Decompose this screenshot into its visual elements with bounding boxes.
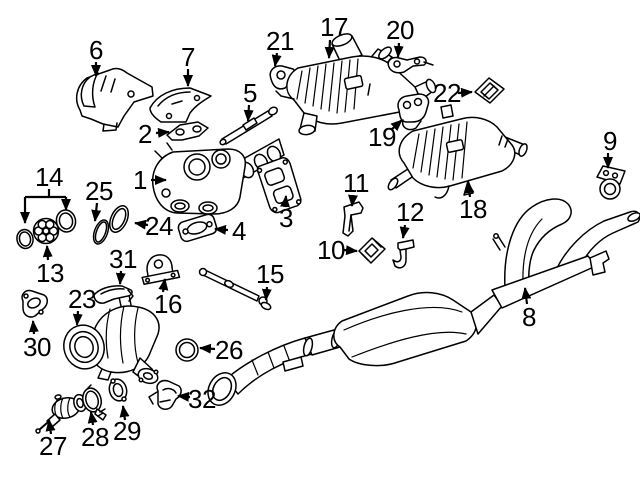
part-label-16[interactable]: 16 (154, 289, 182, 319)
part-4-gasket[interactable] (177, 213, 218, 243)
callout-arrow-21 (271, 52, 282, 67)
part-label-9[interactable]: 9 (603, 126, 617, 156)
part-label-26[interactable]: 26 (215, 335, 243, 365)
part-30-gasket[interactable] (21, 289, 48, 318)
part-6-heat-shield[interactable] (75, 67, 154, 132)
callout-arrow-10 (343, 245, 358, 256)
part-label-17[interactable]: 17 (320, 12, 348, 42)
part-label-24[interactable]: 24 (145, 211, 173, 241)
part-label-3[interactable]: 3 (279, 203, 293, 233)
part-label-4[interactable]: 4 (232, 216, 246, 246)
part-1-exhaust-manifold[interactable] (151, 138, 285, 215)
part-22-clamp[interactable] (474, 77, 505, 104)
part-label-5[interactable]: 5 (243, 78, 257, 108)
callout-arrow-17 (324, 39, 335, 59)
part-29-flange[interactable] (107, 377, 129, 403)
part-31-shield-strip[interactable] (93, 285, 134, 304)
part-label-28[interactable]: 28 (81, 422, 109, 452)
part-label-23[interactable]: 23 (68, 284, 96, 314)
callout-arrow-5 (243, 104, 254, 122)
callout-arrow-2 (155, 127, 170, 138)
callout-arrow-18 (464, 181, 475, 198)
part-20-bracket[interactable] (387, 56, 434, 74)
part-label-15[interactable]: 15 (256, 259, 284, 289)
part-label-14[interactable]: 14 (35, 162, 63, 192)
part-25-gasket-ring[interactable] (91, 218, 112, 246)
part-11-bracket[interactable] (342, 201, 364, 237)
callout-arrow-4 (214, 224, 229, 235)
part-label-6[interactable]: 6 (89, 35, 103, 65)
part-label-27[interactable]: 27 (39, 431, 67, 461)
part-14-seal-rings[interactable] (15, 208, 77, 250)
callout-arrow-32 (177, 391, 191, 402)
part-10-clamp[interactable] (358, 237, 386, 264)
callout-arrow-3 (280, 195, 290, 208)
callout-arrow-24 (134, 219, 149, 230)
part-7-heat-shield[interactable] (149, 87, 212, 123)
part-label-11[interactable]: 11 (343, 168, 370, 198)
callout-arrow-22 (457, 87, 473, 98)
callout-arrow-27 (45, 419, 56, 435)
part-label-1[interactable]: 1 (133, 165, 147, 195)
callout-arrow-28 (87, 411, 98, 426)
callout-arrow-25 (91, 202, 102, 222)
part-label-13[interactable]: 13 (36, 258, 64, 288)
callout-arrow-31 (115, 270, 126, 285)
part-label-7[interactable]: 7 (181, 42, 195, 72)
part-label-32[interactable]: 32 (188, 384, 216, 414)
callout-arrow-16 (158, 278, 169, 293)
part-28-clamp[interactable] (80, 384, 107, 421)
part-8-rear-exhaust-assembly[interactable] (203, 198, 640, 410)
part-19-mount-bracket[interactable] (397, 93, 430, 131)
part-label-25[interactable]: 25 (85, 176, 113, 206)
part-16-mount[interactable] (139, 252, 181, 285)
callout-arrow-12 (399, 224, 410, 239)
callout-arrow-11 (348, 194, 358, 207)
part-9-clamp[interactable] (596, 165, 626, 200)
callout-arrow-23 (72, 310, 83, 326)
part-label-2[interactable]: 2 (138, 119, 152, 149)
part-label-19[interactable]: 19 (368, 122, 396, 152)
part-label-18[interactable]: 18 (459, 194, 487, 224)
callout-arrow-8 (521, 287, 532, 305)
part-label-29[interactable]: 29 (113, 416, 141, 446)
callout-arrow-19 (390, 119, 403, 132)
part-17-rear-muffler-left[interactable] (275, 31, 438, 136)
part-2-gasket[interactable] (166, 121, 209, 141)
part-24-gasket-ring[interactable] (106, 203, 132, 235)
part-label-31[interactable]: 31 (109, 244, 137, 274)
part-label-21[interactable]: 21 (266, 26, 294, 56)
part-13-flange[interactable] (32, 217, 60, 245)
part-label-10[interactable]: 10 (317, 235, 345, 265)
part-label-30[interactable]: 30 (23, 332, 51, 362)
callout-arrow-30 (28, 320, 39, 335)
callout-arrow-20 (393, 42, 404, 58)
part-23-catalytic-converter[interactable] (58, 294, 160, 386)
callout-arrow-13 (42, 245, 53, 261)
callout-arrow-15 (261, 286, 272, 301)
part-12-bracket[interactable] (392, 239, 415, 269)
part-26-seal-ring[interactable] (175, 338, 199, 362)
part-label-22[interactable]: 22 (433, 78, 461, 108)
part-3-gasket[interactable] (255, 156, 304, 215)
callout-arrow-29 (119, 405, 130, 421)
part-label-20[interactable]: 20 (386, 15, 414, 45)
callout-arrow-26 (199, 343, 216, 354)
part-label-12[interactable]: 12 (396, 197, 424, 227)
part-label-8[interactable]: 8 (522, 302, 536, 332)
